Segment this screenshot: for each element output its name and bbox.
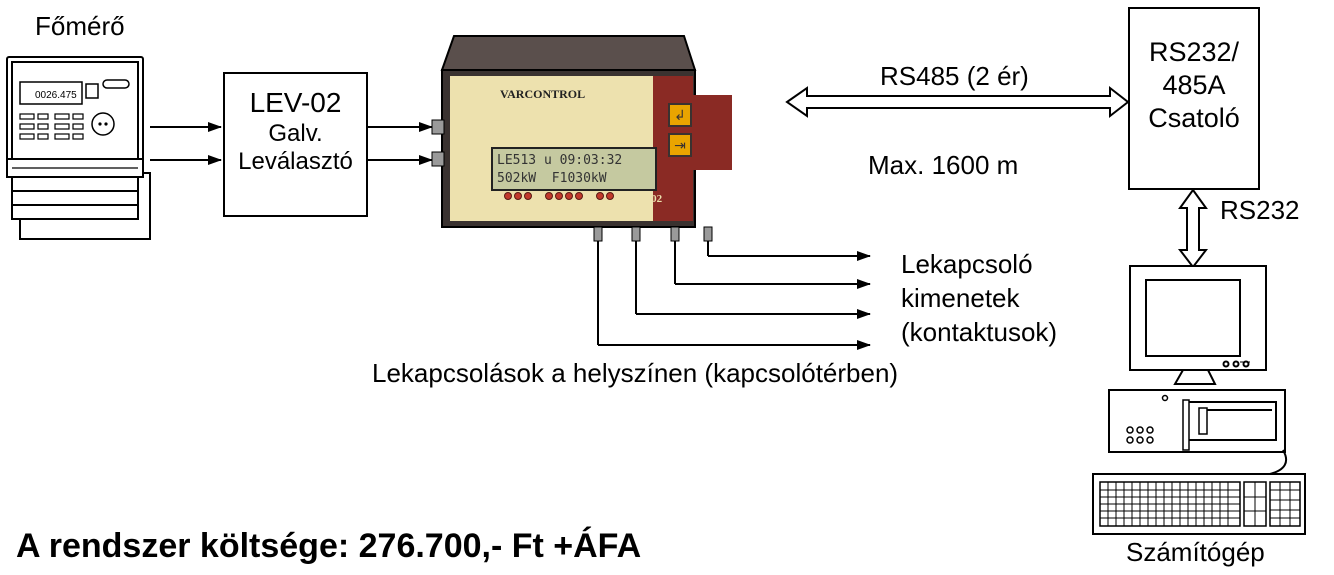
outputs-line3: (kontaktusok) xyxy=(901,316,1058,347)
outputs-line2: kimenetek xyxy=(901,282,1020,313)
output-lines xyxy=(597,227,871,350)
computer-label: Számítógép xyxy=(1126,537,1265,567)
device-lcd: LE513 u 09:03:32 502kW F1030kW xyxy=(491,147,657,191)
cost-label: A rendszer költsége: 276.700,- Ft +ÁFA xyxy=(16,527,642,565)
rs485-label: RS485 (2 ér) xyxy=(880,61,1029,91)
keyboard-grid xyxy=(1100,482,1300,526)
key-1 xyxy=(668,103,692,127)
max-distance-label: Max. 1600 m xyxy=(868,150,1019,180)
exit-key-icon: ⇥ xyxy=(674,137,686,153)
lev-02-line1: LEV-02 xyxy=(249,87,342,118)
rs232-label: RS232 xyxy=(1220,195,1300,225)
rs232-arrow xyxy=(1177,188,1209,269)
device-model: ITR-02 xyxy=(628,193,663,205)
converter-line1: RS232/ xyxy=(1148,37,1240,67)
converter-line2: 485A xyxy=(1162,69,1226,100)
meter-to-lev-lines xyxy=(150,122,222,165)
converter-label: RS232/ 485A Csatoló xyxy=(1128,36,1260,135)
converter-box xyxy=(1128,7,1260,190)
outputs-label: Lekapcsoló kimenetek (kontaktusok) xyxy=(901,248,1057,349)
lev-02-box xyxy=(223,72,368,217)
main-meter-icon xyxy=(6,56,151,240)
lcd-line-2: 502kW F1030kW xyxy=(497,171,607,186)
meter-label: Főmérő xyxy=(35,11,125,41)
status-leds xyxy=(504,192,614,200)
lcd-line-1: LE513 u 09:03:32 xyxy=(497,153,623,168)
meter-display-value: 0026.475 xyxy=(35,90,77,101)
output-connectors xyxy=(593,226,713,242)
enter-key-icon: ↲ xyxy=(674,107,686,123)
lev-02-label: LEV-02 Galv. Leválasztó xyxy=(223,86,368,177)
outputs-line1: Lekapcsoló xyxy=(901,249,1033,279)
lev-02-line3: Leválasztó xyxy=(238,148,353,176)
converter-line3: Csatoló xyxy=(1148,102,1240,133)
device-brand: VARCONTROL xyxy=(500,87,585,101)
rs485-arrow xyxy=(785,85,1130,119)
computer-icon xyxy=(1092,265,1306,535)
key-2 xyxy=(668,133,692,157)
onsite-label: Lekapcsolások a helyszínen (kapcsolótérb… xyxy=(372,358,899,388)
lev-to-device-lines xyxy=(368,122,433,165)
lev-02-line2: Galv. xyxy=(268,119,323,147)
